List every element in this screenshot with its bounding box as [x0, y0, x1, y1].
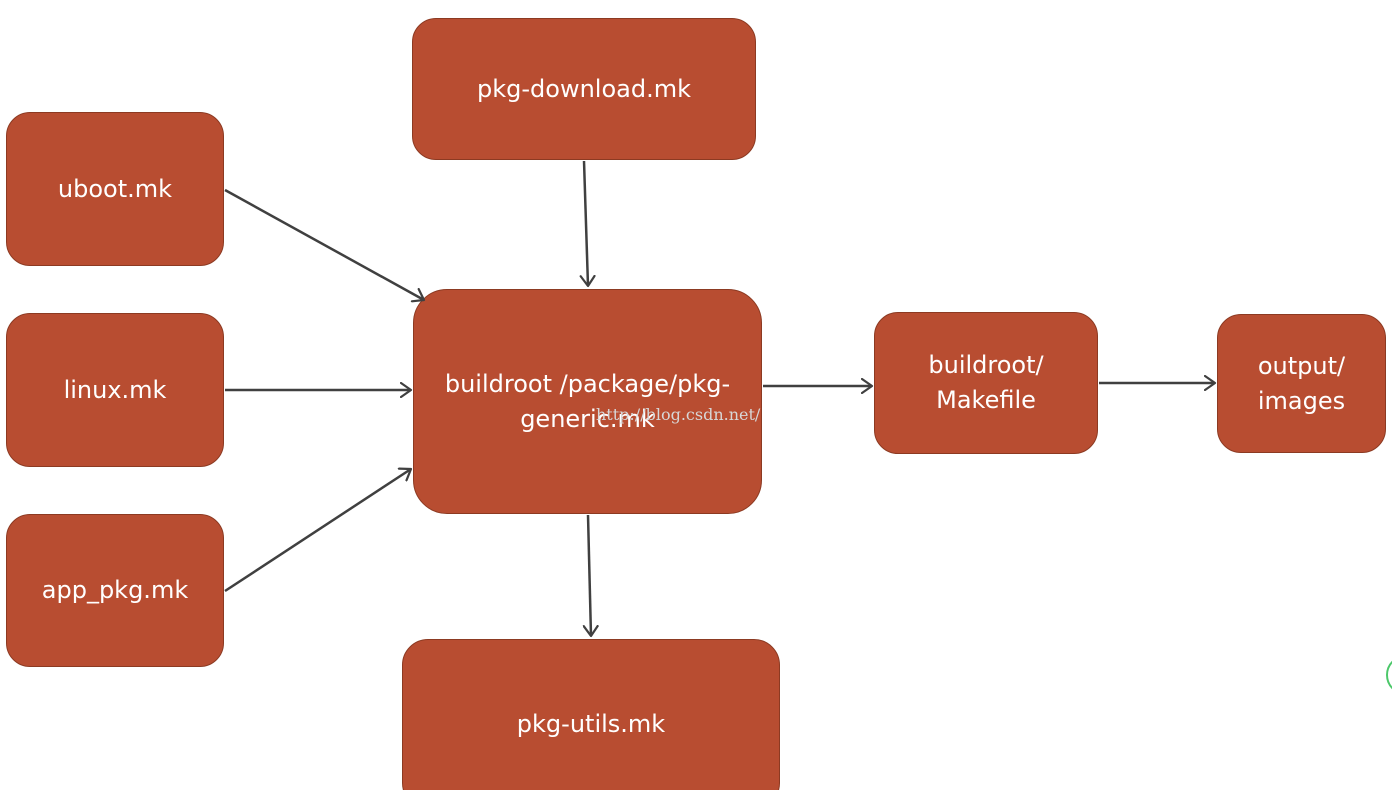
node-uboot: uboot.mk	[6, 112, 224, 266]
corner-fragment-text: · · ·	[4, 0, 20, 2]
node-linux: linux.mk	[6, 313, 224, 467]
node-app-pkg: app_pkg.mk	[6, 514, 224, 667]
node-label-makefile: buildroot/ Makefile	[928, 351, 1044, 414]
watermark-text: http://blog.csdn.net/	[596, 405, 761, 424]
node-label-uboot: uboot.mk	[57, 174, 173, 203]
node-pkg-download: pkg-download.mk	[412, 18, 756, 160]
edge-uboot-to-pkg-generic	[224, 188, 424, 300]
node-pkg-utils: pkg-utils.mk	[402, 639, 780, 790]
node-label-pkg-generic: buildroot /package/pkg-generic.mk	[444, 369, 731, 433]
node-label-pkg-download: pkg-download.mk	[477, 74, 691, 103]
edge-app-pkg-to-pkg-generic	[224, 469, 411, 593]
node-label-app-pkg: app_pkg.mk	[41, 576, 189, 604]
edge-pkg-download-to-pkg-generic	[584, 160, 588, 286]
node-makefile: buildroot/ Makefile	[874, 312, 1098, 454]
node-label-output-images: output/ images	[1257, 351, 1346, 415]
node-label-linux: linux.mk	[63, 375, 167, 404]
floating-circle-button[interactable]	[1386, 655, 1392, 695]
edge-pkg-generic-to-pkg-utils	[588, 514, 591, 636]
node-pkg-generic: buildroot /package/pkg-generic.mk	[413, 289, 762, 514]
node-output-images: output/ images	[1217, 314, 1386, 453]
node-label-pkg-utils: pkg-utils.mk	[516, 709, 666, 738]
